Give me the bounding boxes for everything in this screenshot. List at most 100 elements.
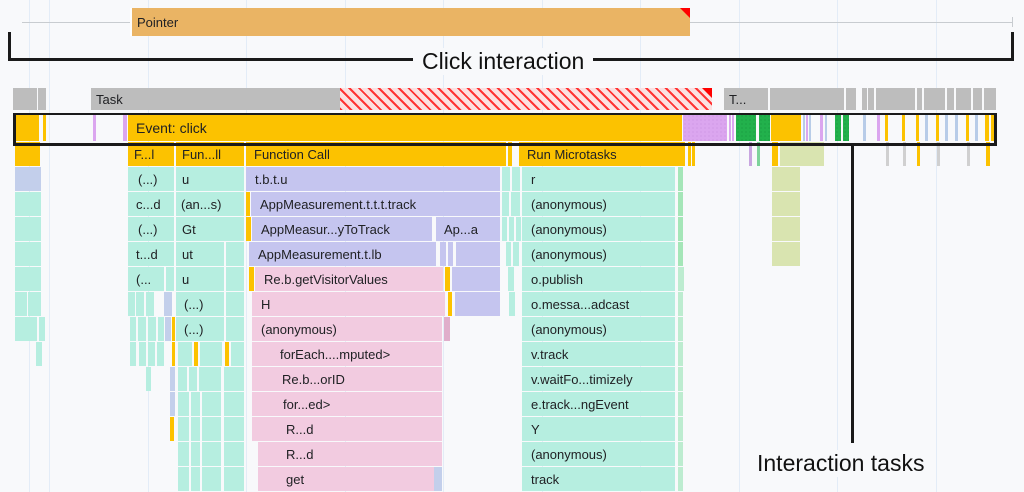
stack-cell[interactable]: [678, 292, 683, 316]
stack-cell[interactable]: [502, 217, 507, 241]
stack-cell[interactable]: [502, 167, 510, 191]
event-click-bar[interactable]: Event: click: [128, 114, 682, 141]
stack-cell[interactable]: [202, 442, 221, 466]
stack-cell[interactable]: (anonymous): [522, 317, 675, 341]
stack-cell[interactable]: [15, 142, 40, 166]
stack-cell[interactable]: [178, 417, 189, 441]
stack-cell[interactable]: u: [176, 167, 244, 191]
stack-cell[interactable]: [513, 242, 519, 266]
stack-cell[interactable]: [224, 392, 244, 416]
stack-cell[interactable]: [678, 317, 683, 341]
stack-cell[interactable]: e.track...ngEvent: [522, 392, 675, 416]
task-bar-segment[interactable]: [947, 88, 954, 110]
stack-cell[interactable]: [772, 192, 800, 216]
stack-cell[interactable]: [678, 217, 683, 241]
stack-cell[interactable]: [440, 242, 446, 266]
stack-cell[interactable]: [678, 242, 683, 266]
stack-cell[interactable]: [15, 192, 41, 216]
stack-cell[interactable]: [139, 342, 146, 366]
stack-cell[interactable]: [434, 467, 442, 491]
stack-cell[interactable]: [15, 292, 27, 316]
stack-cell[interactable]: (anonymous): [522, 217, 675, 241]
stack-cell[interactable]: Function Call: [246, 142, 506, 166]
event-row-green-block[interactable]: [843, 114, 849, 141]
stack-cell[interactable]: [178, 342, 192, 366]
stack-cell[interactable]: [224, 442, 244, 466]
stack-cell[interactable]: [502, 192, 509, 216]
event-row-purple-block[interactable]: [683, 114, 727, 141]
stack-cell[interactable]: (anonymous): [522, 242, 675, 266]
stack-cell[interactable]: [226, 317, 244, 341]
stack-cell[interactable]: [148, 342, 155, 366]
stack-cell[interactable]: r: [522, 167, 675, 191]
stack-cell[interactable]: (...: [128, 267, 164, 291]
stack-cell[interactable]: forEach....mputed>: [252, 342, 442, 366]
stack-cell[interactable]: F...l: [128, 142, 174, 166]
stack-cell[interactable]: [130, 342, 136, 366]
stack-cell[interactable]: v.track: [522, 342, 675, 366]
stack-cell[interactable]: (...): [128, 167, 174, 191]
stack-cell[interactable]: [189, 367, 197, 391]
stack-cell[interactable]: (...): [128, 217, 174, 241]
task-bar-segment[interactable]: [984, 88, 996, 110]
stack-cell[interactable]: [157, 342, 164, 366]
stack-cell[interactable]: [166, 267, 174, 291]
stack-cell[interactable]: [191, 392, 200, 416]
stack-cell[interactable]: [191, 442, 200, 466]
stack-cell[interactable]: [138, 317, 146, 341]
stack-cell[interactable]: [199, 367, 221, 391]
stack-cell[interactable]: [146, 367, 151, 391]
stack-cell[interactable]: [226, 242, 244, 266]
event-row-green-block[interactable]: [736, 114, 756, 141]
stack-cell[interactable]: [224, 417, 244, 441]
stack-cell[interactable]: [165, 317, 171, 341]
stack-cell[interactable]: [39, 317, 45, 341]
task-bar-segment[interactable]: [876, 88, 915, 110]
stack-cell[interactable]: H: [252, 292, 445, 316]
stack-cell[interactable]: (...): [176, 317, 224, 341]
stack-cell[interactable]: v.waitFo...timizely: [522, 367, 675, 391]
stack-cell[interactable]: [170, 367, 175, 391]
stack-cell[interactable]: [678, 267, 684, 291]
stack-cell[interactable]: [678, 442, 683, 466]
task-bar-segment[interactable]: [973, 88, 982, 110]
stack-cell[interactable]: [772, 217, 800, 241]
stack-cell[interactable]: [202, 392, 221, 416]
stack-cell[interactable]: [448, 242, 453, 266]
stack-cell[interactable]: [772, 242, 800, 266]
stack-cell[interactable]: [170, 392, 175, 416]
stack-cell[interactable]: [15, 167, 41, 191]
task-bar-segment[interactable]: [770, 88, 844, 110]
stack-cell[interactable]: [224, 467, 244, 491]
stack-cell[interactable]: AppMeasurement.t.t.t.track: [251, 192, 500, 216]
task-bar-left-small[interactable]: [38, 88, 46, 110]
stack-cell[interactable]: [15, 217, 41, 241]
stack-cell[interactable]: Run Microtasks: [519, 142, 685, 166]
stack-cell[interactable]: [509, 292, 515, 316]
stack-cell[interactable]: AppMeasur...yToTrack: [252, 217, 432, 241]
stack-cell[interactable]: for...ed>: [252, 392, 442, 416]
stack-cell[interactable]: (...): [176, 292, 224, 316]
stack-cell[interactable]: [452, 267, 500, 291]
stack-cell[interactable]: [146, 292, 154, 316]
task-bar-segment[interactable]: [956, 88, 971, 110]
stack-cell[interactable]: [444, 317, 450, 341]
task-bar-segment[interactable]: [924, 88, 945, 110]
event-row-left-block[interactable]: [15, 114, 39, 141]
stack-cell[interactable]: [136, 292, 144, 316]
task-bar-segment[interactable]: [917, 88, 922, 110]
stack-cell[interactable]: R...d: [252, 417, 442, 441]
stack-cell[interactable]: u: [176, 267, 224, 291]
stack-cell[interactable]: Gt: [176, 217, 244, 241]
stack-cell[interactable]: [128, 292, 135, 316]
stack-cell[interactable]: [678, 167, 683, 191]
event-row-green-block[interactable]: [759, 114, 770, 141]
stack-cell[interactable]: Ap...a: [436, 217, 500, 241]
stack-cell[interactable]: Y: [522, 417, 675, 441]
interaction-pointer-bar[interactable]: Pointer: [130, 8, 690, 36]
stack-cell[interactable]: [28, 292, 41, 316]
stack-cell[interactable]: [512, 167, 520, 191]
stack-cell[interactable]: [130, 317, 136, 341]
stack-cell[interactable]: Re.b...orID: [252, 367, 442, 391]
stack-cell[interactable]: c...d: [128, 192, 174, 216]
